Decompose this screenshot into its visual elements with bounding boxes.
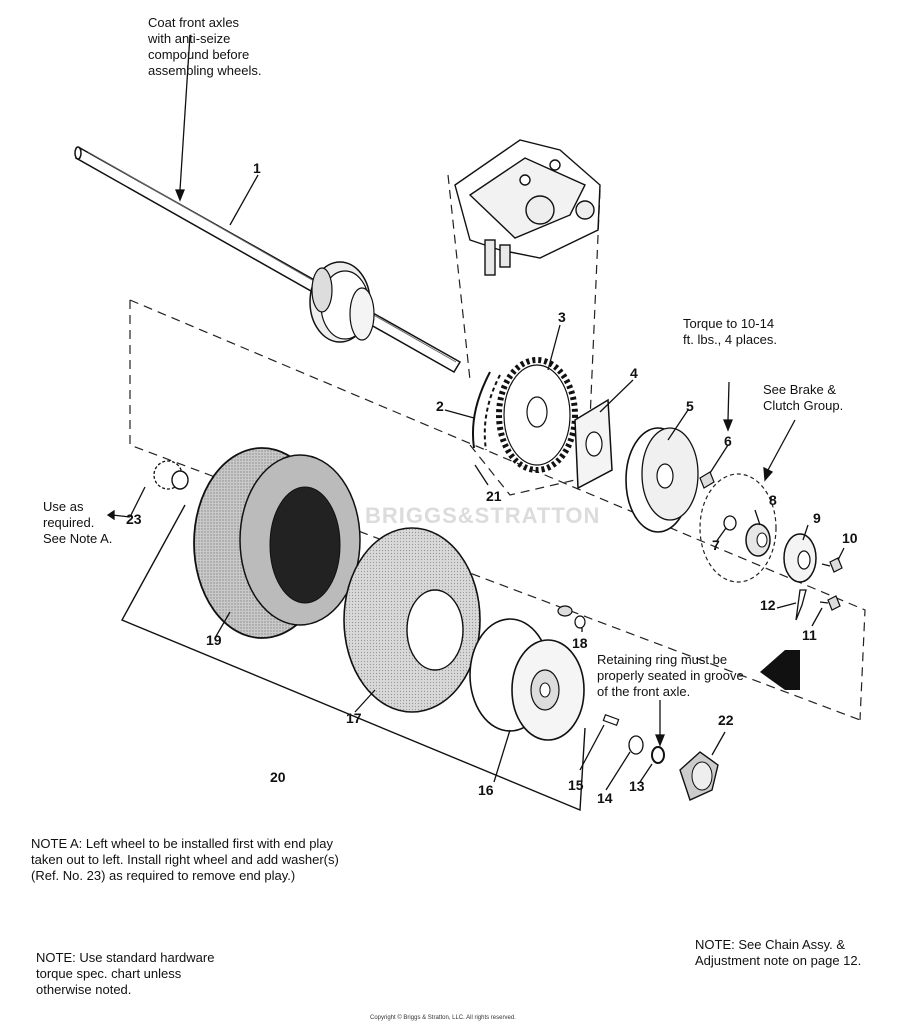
callout-1: 1 <box>253 160 261 176</box>
callout-14: 14 <box>597 790 613 806</box>
sprocket <box>496 357 578 473</box>
callout-15: 15 <box>568 777 584 793</box>
watermark: BRIGGS&STRATTON <box>365 503 601 528</box>
callout-9: 9 <box>813 510 821 526</box>
hub-assembly <box>745 523 771 557</box>
callout-5: 5 <box>686 398 694 414</box>
lug-nut <box>699 471 715 489</box>
axle-coating-note: Coat front axles with anti-seize compoun… <box>148 15 262 78</box>
callout-18: 18 <box>572 635 588 651</box>
brake-drum <box>625 427 699 533</box>
callout-21: 21 <box>486 488 502 504</box>
callout-22: 22 <box>718 712 734 728</box>
callout-17: 17 <box>346 710 362 726</box>
callout-12: 12 <box>760 597 776 613</box>
hub-cap <box>679 751 719 801</box>
note-a: NOTE A: Left wheel to be installed first… <box>31 836 339 883</box>
hub-flange <box>783 533 817 583</box>
callout-11: 11 <box>802 627 817 643</box>
callout-23: 23 <box>126 511 142 527</box>
flat-washer <box>628 735 644 755</box>
spacer-washer <box>153 460 189 490</box>
brake-mounting-plate <box>574 398 613 490</box>
callout-20: 20 <box>270 769 286 785</box>
brake-band <box>699 473 777 583</box>
callout-7: 7 <box>712 537 720 553</box>
callout-2: 2 <box>436 398 444 414</box>
inner-tube <box>343 527 481 713</box>
retaining-ring <box>651 746 665 764</box>
callout-13: 13 <box>629 778 645 794</box>
valve-stem <box>557 605 586 629</box>
leader-lines <box>106 34 845 791</box>
brake-clutch-note: See Brake & Clutch Group. <box>763 382 844 413</box>
callout-6: 6 <box>724 433 732 449</box>
callout-4: 4 <box>630 365 638 381</box>
callout-16: 16 <box>478 782 494 798</box>
transaxle-housing <box>454 139 601 276</box>
front-axle <box>74 146 462 374</box>
woodruff-key <box>602 714 620 726</box>
chain-adjustment-note: NOTE: See Chain Assy. & Adjustment note … <box>695 937 862 968</box>
copyright: Copyright © Briggs & Stratton, LLC. All … <box>370 1015 516 1021</box>
callout-19: 19 <box>206 632 222 648</box>
hardware-torque-note: NOTE: Use standard hardware torque spec.… <box>36 950 215 997</box>
direction-arrow <box>760 650 800 690</box>
hitch-pin <box>795 589 807 621</box>
callout-10: 10 <box>842 530 858 546</box>
drive-chain <box>472 371 501 451</box>
assembly-bracket <box>121 504 586 812</box>
wheel-rim <box>469 618 585 741</box>
use-as-required-note: Use as required. See Note A. <box>43 499 113 546</box>
tire <box>193 447 361 639</box>
bushing <box>723 515 737 531</box>
hex-bolt <box>819 557 843 611</box>
retaining-ring-note: Retaining ring must be properly seated i… <box>597 652 744 699</box>
torque-note: Torque to 10-14 ft. lbs., 4 places. <box>683 316 777 347</box>
callout-3: 3 <box>558 309 566 325</box>
callout-8: 8 <box>769 492 777 508</box>
